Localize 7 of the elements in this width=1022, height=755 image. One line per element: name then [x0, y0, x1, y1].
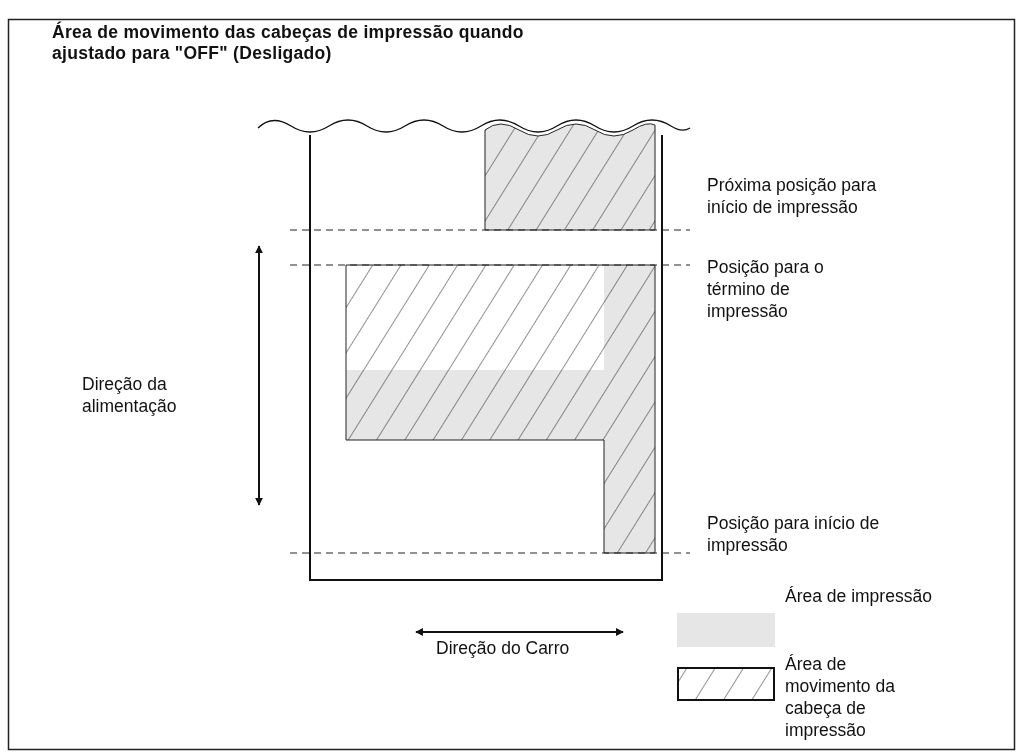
position-label: Posição para o término de impressão — [707, 256, 825, 322]
legend-label: Área de impressão — [785, 585, 933, 607]
direction-label: Direção do Carro — [436, 637, 571, 659]
legend-label: Área de movimento da cabeça de impressão — [785, 653, 896, 741]
direction-label: Direção da alimentação — [82, 373, 178, 417]
position-label: Posição para início de impressão — [707, 512, 881, 556]
position-label: Próxima posição para início de impressão — [707, 174, 878, 218]
